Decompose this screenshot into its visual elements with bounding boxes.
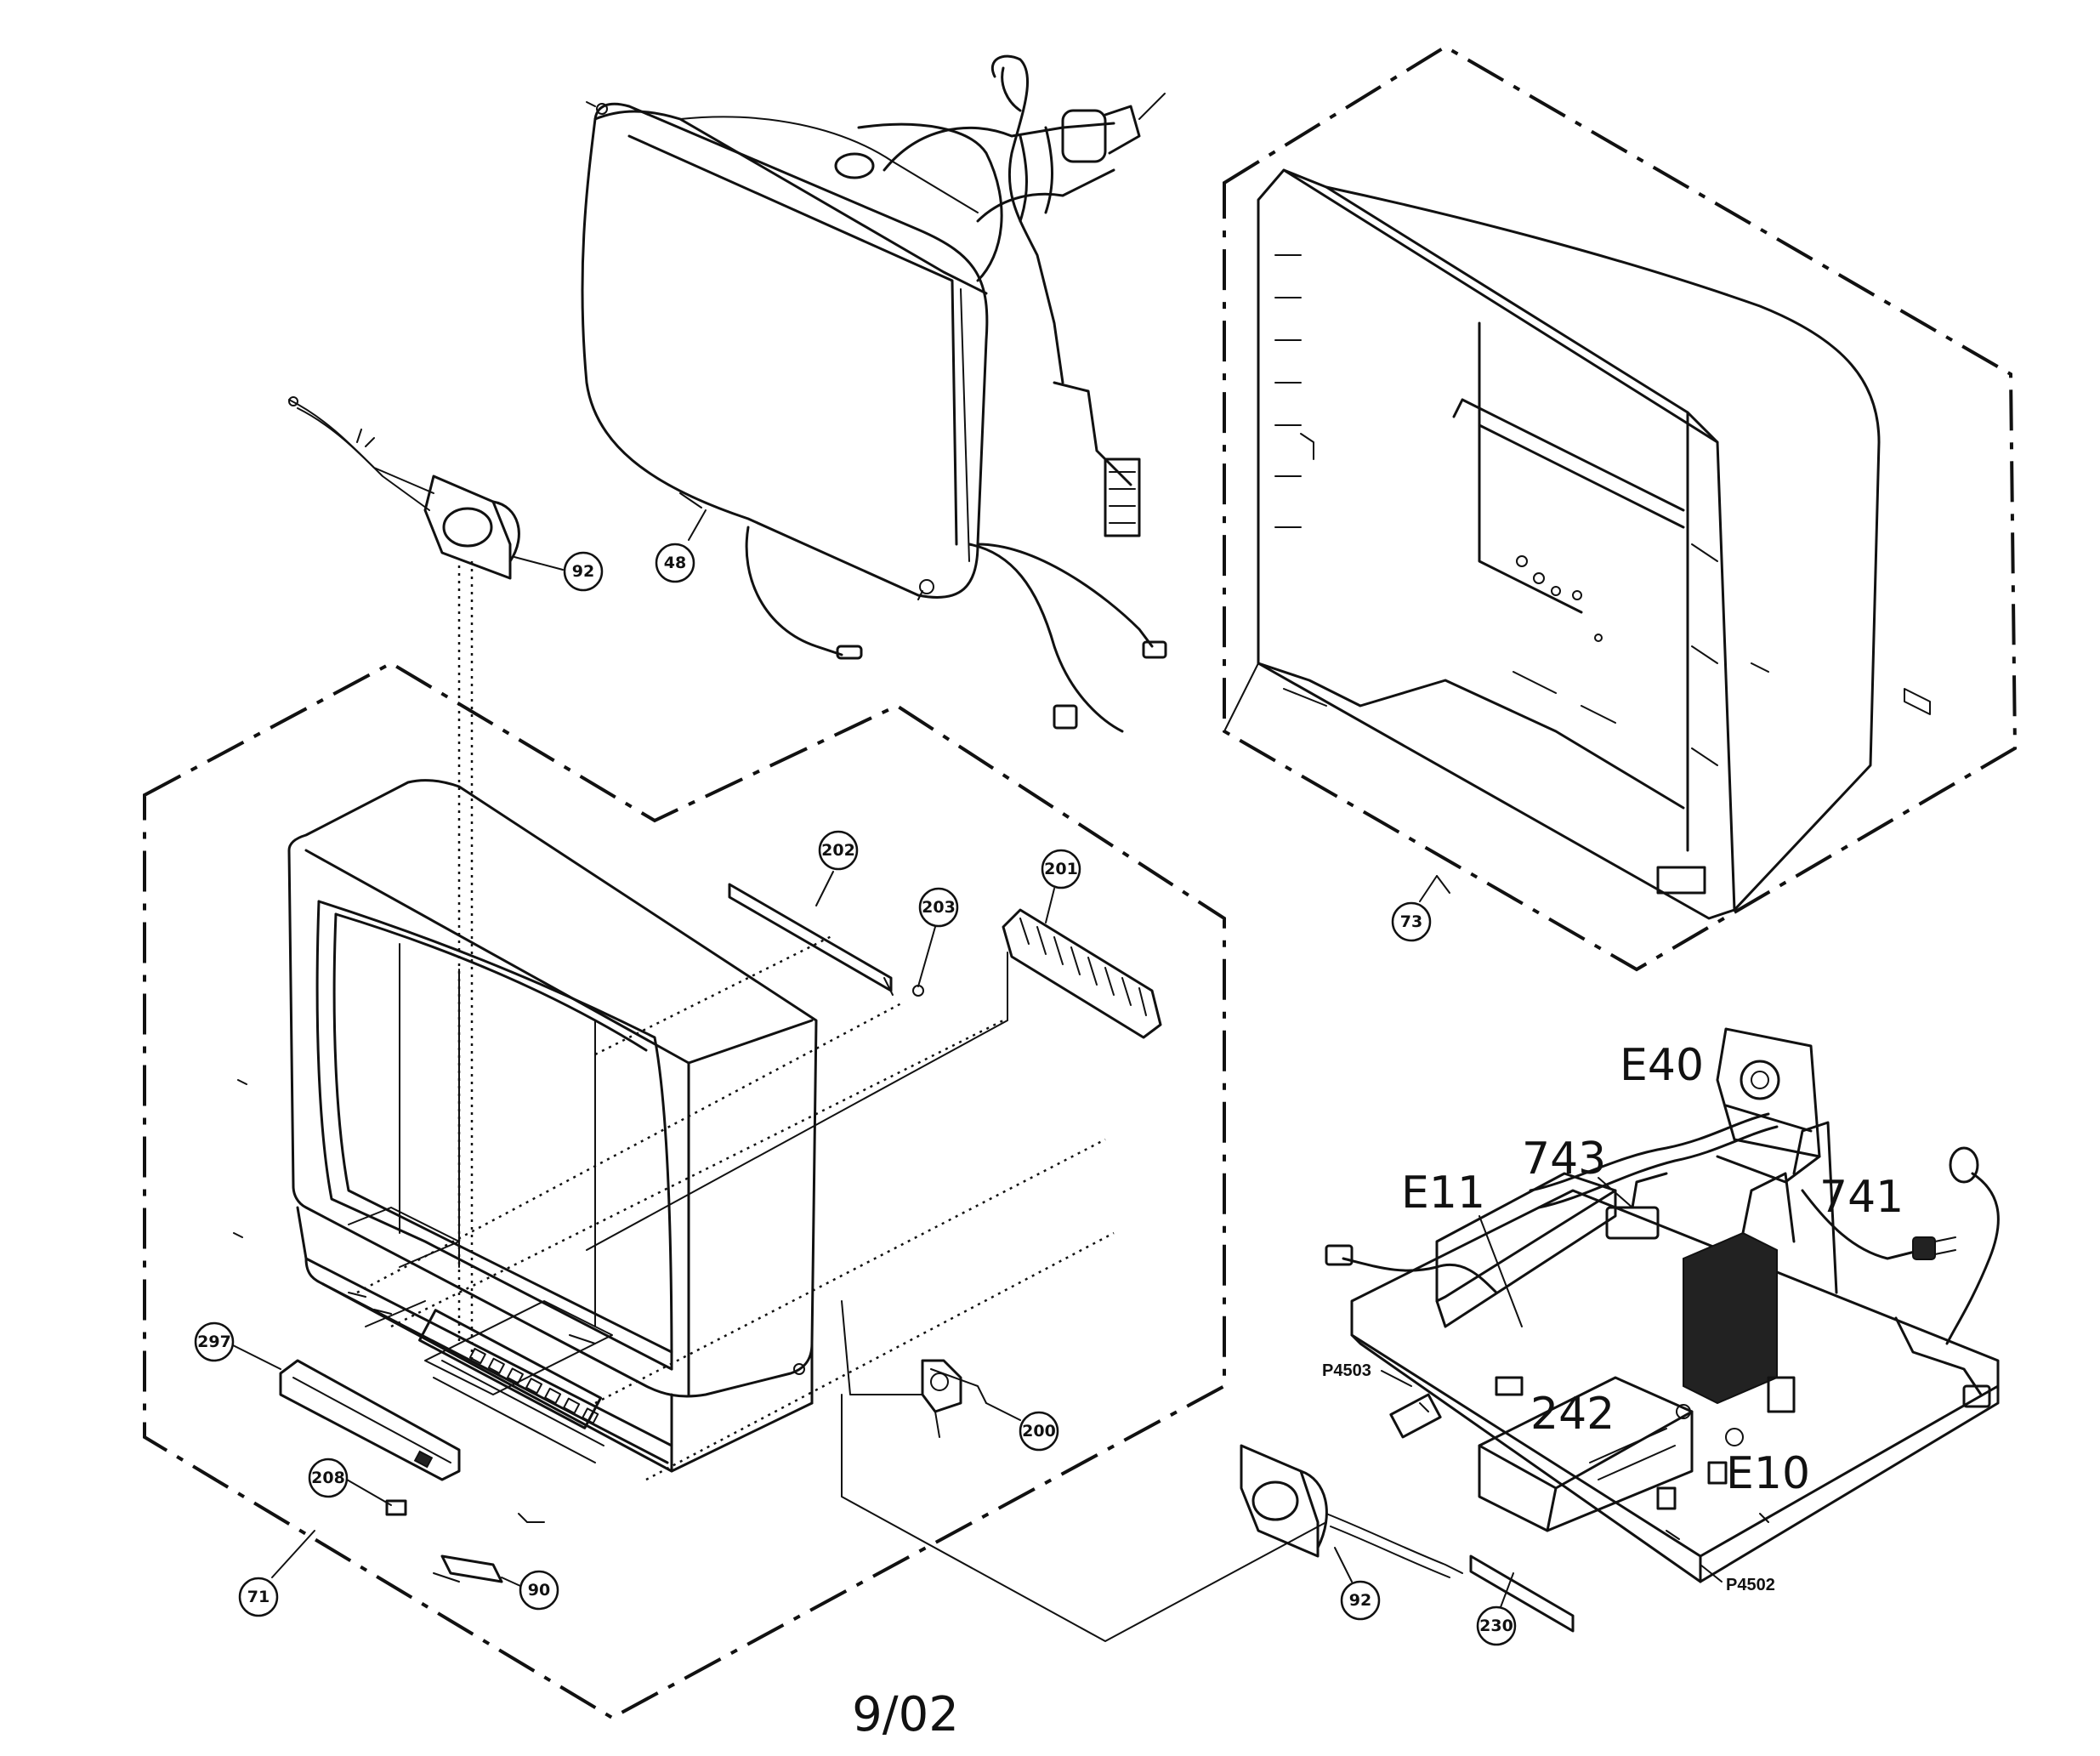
speaker-bottom [1240,1444,1463,1578]
part-208-lens [385,1499,407,1516]
leader-p4502 [1700,1564,1723,1583]
part-201-button-strip [1002,908,1162,1039]
label-242: 242 [1530,1389,1615,1440]
callout-200: 200 [985,1402,1059,1452]
part-297-control-panel [279,1359,461,1481]
callout-201-label: 201 [1044,860,1078,878]
front-cabinet [143,661,1226,1720]
part-230-rail [1469,1554,1575,1633]
main-chassis [1325,1027,2000,1583]
label-743: 743 [1522,1134,1606,1185]
callout-48-label: 48 [664,554,686,572]
leader-p4503 [1381,1370,1412,1387]
leader-e11 [1479,1215,1523,1327]
callout-297: 297 [194,1321,281,1370]
leader-743 [1598,1177,1633,1208]
speaker-top [288,396,520,580]
leader-lines [356,561,1327,1642]
callout-92-top-label: 92 [572,562,594,581]
callout-201: 201 [1041,849,1081,923]
callout-90: 90 [501,1570,559,1611]
callout-203-label: 203 [922,898,956,917]
callout-208-label: 208 [311,1469,345,1487]
callout-297-label: 297 [197,1333,231,1351]
footer-date: 9/02 [852,1687,959,1742]
label-p4503: P4503 [1322,1361,1371,1380]
callout-230-label: 230 [1479,1617,1513,1635]
callout-90-label: 90 [528,1581,550,1600]
callout-202: 202 [815,830,859,906]
label-p4502: P4502 [1726,1576,1775,1594]
part-90-tab [440,1554,503,1583]
callout-230: 230 [1476,1572,1517,1646]
label-e40: E40 [1620,1040,1704,1091]
callout-200-label: 200 [1022,1422,1056,1441]
part-200-switch [921,1359,987,1438]
callout-71: 71 [238,1530,315,1617]
callout-92-bottom: 92 [1334,1547,1381,1621]
callout-92-bottom-label: 92 [1349,1591,1371,1610]
callout-48: 48 [655,509,707,583]
callout-203: 203 [917,887,959,987]
label-741: 741 [1819,1172,1904,1223]
part-202-bracket [728,883,924,997]
callout-208: 208 [308,1458,392,1506]
back-cabinet [1223,44,2018,972]
callout-202-label: 202 [821,841,855,860]
callout-92-top: 92 [514,551,604,592]
callout-73-label: 73 [1400,912,1422,931]
label-e10: E10 [1726,1448,1810,1499]
callout-71-label: 71 [247,1588,270,1606]
callout-73: 73 [1391,875,1438,942]
label-e11: E11 [1401,1168,1485,1219]
picture-tube [581,54,1167,733]
